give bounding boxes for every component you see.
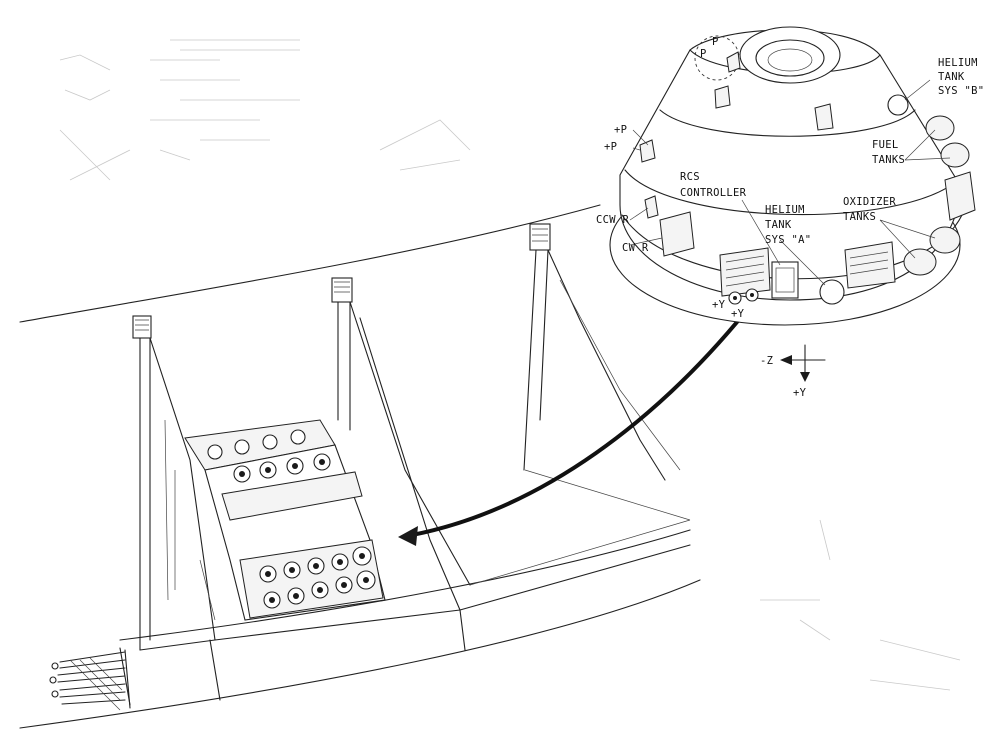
label-p-top: P: [712, 36, 719, 48]
bleed-through-ghost: [59, 39, 961, 691]
label-rcs-controller-line1: RCS: [680, 171, 700, 183]
label-plus-y-1: +Y: [712, 299, 726, 311]
axis-indicator: [780, 344, 826, 382]
label-oxidizer-line2: TANKS: [843, 211, 876, 223]
label-helium-b-line3: SYS "B": [938, 85, 984, 97]
label-axis-minus-z: -Z: [760, 355, 773, 367]
callout-arrow-head: [398, 526, 418, 546]
label-p-top-2: P: [700, 48, 707, 60]
wire-bundle: [49, 649, 131, 711]
label-plus-p-2: +P: [604, 141, 617, 153]
panel-lower-arc-2: [119, 529, 691, 641]
command-module: [609, 26, 976, 326]
label-plus-y-2: +Y: [731, 308, 745, 320]
label-oxidizer-line1: OXIDIZER: [843, 196, 896, 208]
label-helium-a-line1: HELIUM: [765, 204, 805, 216]
label-helium-a-line2: TANK: [765, 219, 792, 231]
label-fuel-line2: TANKS: [872, 154, 905, 166]
label-rcs-controller-line2: CONTROLLER: [680, 187, 747, 199]
label-helium-a-line3: SYS "A": [765, 234, 811, 246]
bottom-connectors: [239, 539, 384, 619]
panel-lower-arc: [19, 579, 701, 729]
leader-lines: [629, 79, 951, 286]
label-plus-p-1: +P: [614, 124, 627, 136]
callout-arrow-line: [411, 298, 757, 537]
panel-upper-arc: [19, 204, 601, 323]
top-connectors: [207, 429, 331, 483]
label-axis-plus-y: +Y: [793, 387, 807, 399]
label-helium-b-line2: TANK: [938, 71, 965, 83]
label-helium-b-line1: HELIUM: [938, 57, 978, 69]
label-cw-r: CW R: [622, 242, 649, 254]
label-ccw-r: CCW R: [596, 214, 629, 226]
rcs-controller-unit: [184, 419, 386, 621]
label-fuel-line1: FUEL: [872, 139, 899, 151]
